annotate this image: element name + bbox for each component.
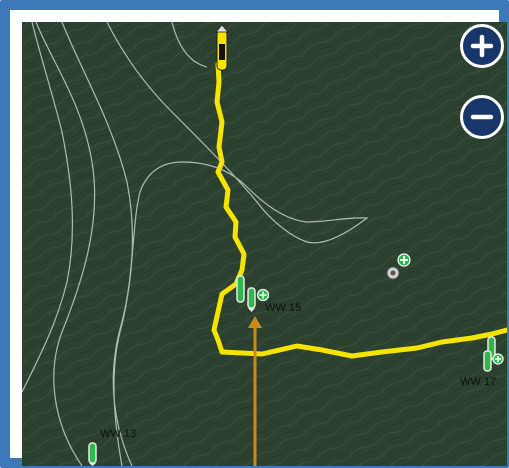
waypoint-pin-icon[interactable] xyxy=(234,274,272,314)
waypoint-label-ww15: WW 15 xyxy=(265,302,302,314)
contour-lines xyxy=(22,22,369,466)
minus-icon xyxy=(470,114,494,120)
waypoint-label-ww13: WW 13 xyxy=(100,428,137,440)
map-canvas xyxy=(22,22,507,466)
zoom-in-button[interactable] xyxy=(460,24,504,68)
poi-marker[interactable] xyxy=(386,253,411,280)
zoom-out-button[interactable] xyxy=(460,95,504,139)
arrow-head xyxy=(248,316,262,328)
route-start-marker[interactable] xyxy=(215,24,229,71)
waypoint-label-ww17: WW 17 xyxy=(460,376,497,388)
route-line xyxy=(211,61,507,359)
plus-icon xyxy=(470,34,494,58)
map-view[interactable]: WW 15 WW 17 WW 13 xyxy=(22,22,507,466)
terrain-background xyxy=(22,22,507,466)
waypoint-pin-icon[interactable] xyxy=(86,442,100,466)
waypoint-pin-icon[interactable] xyxy=(480,335,507,375)
